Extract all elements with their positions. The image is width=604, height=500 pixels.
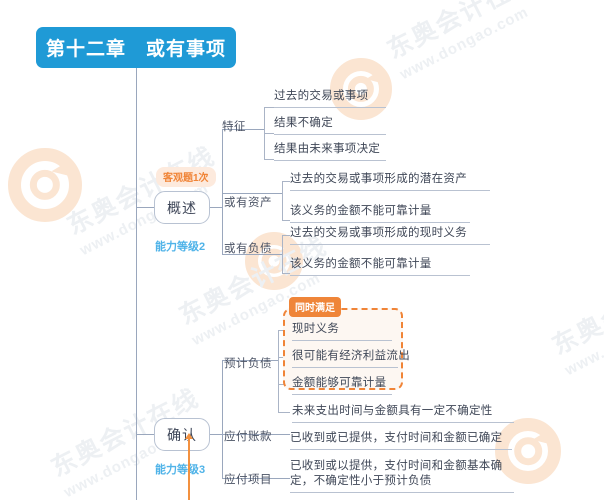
leaf-underline (274, 134, 386, 135)
group-box-simultaneous (283, 308, 403, 390)
leaf-estimated-liability-1: 现时义务 (292, 322, 392, 341)
badge-overview-question-count: 客观题1次 (156, 167, 216, 187)
leaf-underline (290, 275, 470, 276)
branch-label-accounts-payable-text: 应付账款 (224, 431, 272, 443)
connector-branch-contingent-asset (222, 193, 282, 194)
branch-label-accounts-payable: 应付账款 (224, 428, 272, 444)
leaf-estimated-liability-3-text: 金额能够可靠计量 (292, 377, 387, 389)
group-tab-simultaneous-label: 同时满足 (295, 303, 335, 314)
leaf-contingent-asset-1: 过去的交易或事项形成的潜在资产 (290, 172, 490, 191)
connector-overview (136, 207, 154, 208)
leaf-accounts-payable-1-text: 已收到或已提供，支付时间和金额已确定 (290, 432, 503, 444)
leaf-feature-3-text: 结果由未来事项决定 (274, 143, 381, 155)
badge-overview-ability-level: 能力等级2 (155, 238, 205, 254)
watermark-line1: 东奥会计在线 (62, 141, 220, 241)
leaf-feature-3: 结果由未来事项决定 (274, 142, 386, 161)
leaf-underline (292, 367, 398, 368)
leaf-contingent-liability-2: 该义务的金额不能可靠计量 (290, 257, 470, 276)
connector-branch-accounts-payable (222, 434, 290, 435)
connector-branch-contingent-liability (222, 254, 282, 255)
leaf-contingent-asset-1-text: 过去的交易或事项形成的潜在资产 (290, 173, 467, 185)
connector-overview-right (210, 207, 222, 208)
node-recognition[interactable]: 确认 (154, 418, 210, 451)
stub-contingent-liability-2 (282, 273, 290, 274)
watermark-text: 东奥会计在线 www.dongao.com (545, 256, 604, 379)
badge-overview-ability-level-label: 能力等级2 (155, 241, 206, 253)
spine-recognition (222, 360, 223, 478)
highlight-up-arrow-icon (185, 433, 193, 500)
leaf-feature-1: 过去的交易或事项 (274, 89, 386, 108)
watermark-logo (8, 148, 82, 222)
spine-contingent-asset (282, 181, 283, 220)
spine-overview (222, 129, 223, 254)
leaf-accounts-payable-1: 已收到或已提供，支付时间和金额已确定 (290, 431, 512, 450)
stub-estimated-liability-4 (278, 412, 290, 413)
leaf-underline (290, 492, 514, 493)
watermark-line1: 东奥会计在线 (382, 0, 540, 65)
leaf-payable-items-1-text: 已收到或以提供，支付时间和金额基本确定，不确定性小于预计负债 (290, 460, 503, 487)
leaf-contingent-liability-1-text: 过去的交易或事项形成的现时义务 (290, 227, 467, 239)
branch-label-feature-text: 特征 (222, 121, 246, 133)
leaf-estimated-liability-2: 很可能有经济利益流出 (292, 349, 410, 368)
leaf-feature-2: 结果不确定 (274, 116, 386, 135)
branch-label-feature: 特征 (222, 118, 246, 134)
leaf-underline (292, 340, 392, 341)
trunk-vertical-line (136, 68, 137, 500)
watermark-line2: www.dongao.com (562, 299, 604, 380)
leaf-underline (290, 222, 470, 223)
leaf-estimated-liability-3: 金额能够可靠计量 (292, 376, 392, 395)
leaf-contingent-liability-1: 过去的交易或事项形成的现时义务 (290, 226, 490, 245)
root-node[interactable]: 第十二章 或有事项 (36, 27, 236, 68)
connector-branch-feature (222, 129, 264, 130)
stub-contingent-asset-1 (282, 181, 290, 182)
branch-label-estimated-liability-text: 预计负债 (224, 358, 272, 370)
leaf-contingent-liability-2-text: 该义务的金额不能可靠计量 (290, 258, 432, 270)
leaf-underline (292, 394, 392, 395)
leaf-underline (274, 107, 386, 108)
watermark-line2: www.dongao.com (397, 3, 532, 84)
leaf-feature-2-text: 结果不确定 (274, 117, 333, 129)
stub-contingent-liability-1 (282, 235, 290, 236)
branch-label-contingent-liability: 或有负债 (224, 240, 272, 256)
root-node-label: 第十二章 或有事项 (45, 39, 226, 60)
leaf-contingent-asset-2: 该义务的金额不能可靠计量 (290, 204, 470, 223)
watermark-line1: 东奥会计在线 (547, 261, 604, 361)
node-overview-label: 概述 (167, 199, 197, 216)
spine-estimated-liability (278, 330, 279, 412)
branch-label-payable-items-text: 应付项目 (224, 474, 272, 486)
leaf-estimated-liability-2-text: 很可能有经济利益流出 (292, 350, 410, 362)
badge-recognition-ability-level-label: 能力等级3 (155, 464, 206, 476)
leaf-underline (274, 160, 386, 161)
connector-branch-estimated-liability (222, 360, 278, 361)
leaf-underline (290, 244, 490, 245)
leaf-feature-1-text: 过去的交易或事项 (274, 90, 369, 102)
branch-label-payable-items: 应付项目 (224, 471, 272, 487)
stub-feature-3 (264, 159, 274, 160)
connector-recognition-right (210, 434, 222, 435)
connector-recognition (136, 434, 154, 435)
badge-overview-question-count-label: 客观题1次 (163, 173, 209, 184)
group-tab-simultaneous: 同时满足 (289, 297, 341, 317)
leaf-estimated-liability-4: 未来支出时间与金额具有一定不确定性 (292, 404, 514, 423)
branch-label-estimated-liability: 预计负债 (224, 355, 272, 371)
leaf-underline (290, 449, 512, 450)
node-overview[interactable]: 概述 (154, 191, 210, 224)
branch-label-contingent-asset-text: 或有资产 (224, 197, 272, 209)
leaf-estimated-liability-1-text: 现时义务 (292, 323, 340, 335)
branch-label-contingent-liability-text: 或有负债 (224, 243, 272, 255)
leaf-contingent-asset-2-text: 该义务的金额不能可靠计量 (290, 205, 432, 217)
stub-feature-1 (264, 107, 274, 108)
spine-contingent-liability (282, 235, 283, 273)
leaf-underline (290, 190, 490, 191)
stub-feature-2 (264, 133, 274, 134)
stub-contingent-asset-2 (282, 220, 290, 221)
badge-recognition-ability-level: 能力等级3 (155, 461, 205, 477)
leaf-payable-items-1: 已收到或以提供，支付时间和金额基本确定，不确定性小于预计负债 (290, 459, 514, 493)
leaf-estimated-liability-4-text: 未来支出时间与金额具有一定不确定性 (292, 405, 493, 417)
watermark-text: 东奥会计在线 www.dongao.com (380, 0, 549, 83)
connector-branch-payable-items (222, 478, 290, 479)
leaf-underline (292, 422, 514, 423)
branch-label-contingent-asset: 或有资产 (224, 194, 272, 210)
